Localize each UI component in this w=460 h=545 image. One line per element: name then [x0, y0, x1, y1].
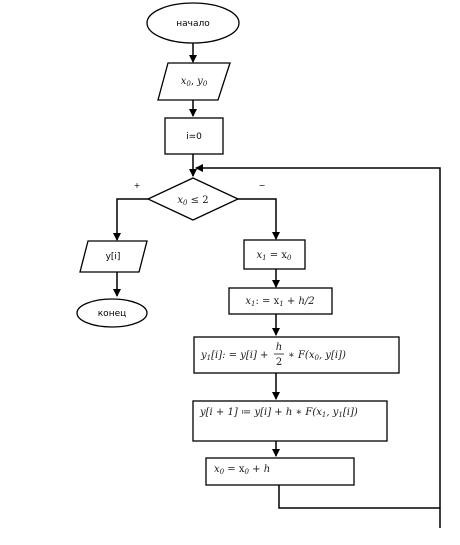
branch-no-label: −	[259, 181, 266, 190]
output-block	[79, 240, 148, 273]
condition-decision	[146, 177, 240, 221]
step1-block	[243, 239, 306, 270]
step5-label: x0 = x0 + h	[214, 464, 270, 476]
end-terminator	[76, 298, 148, 328]
arrow-condition-yes	[113, 198, 148, 241]
init-block	[164, 117, 224, 155]
output-label: y[i]	[106, 252, 121, 262]
step3-frac-den: 2	[276, 357, 282, 368]
connectors	[113, 43, 441, 528]
step2-label: x1: = x1 + h/2	[245, 296, 314, 308]
arrow-condition-no	[238, 198, 280, 240]
step1-label: x1 = x0	[257, 250, 293, 262]
step4-block	[192, 400, 388, 442]
input-label: x0, y0	[181, 76, 208, 88]
step3-block	[193, 336, 400, 374]
condition-label: x0 ≤ 2	[177, 195, 208, 207]
step3-frac-num: h	[276, 342, 282, 353]
step2-block	[228, 287, 333, 315]
step5-block	[205, 457, 355, 486]
start-label: начало	[176, 19, 210, 29]
step3-label-left: y1[i]: = y[i] +	[200, 350, 268, 362]
end-label: конец	[98, 309, 127, 319]
branch-yes-label: +	[134, 181, 141, 190]
step3-label-right: ∗ F(x0, y[i])	[288, 350, 346, 362]
step4-label: y[i + 1] ≔ y[i] + h ∗ F(x1, y1[i])	[199, 407, 358, 419]
input-block	[157, 62, 231, 101]
init-label: i=0	[186, 132, 202, 142]
start-terminator	[146, 2, 240, 44]
